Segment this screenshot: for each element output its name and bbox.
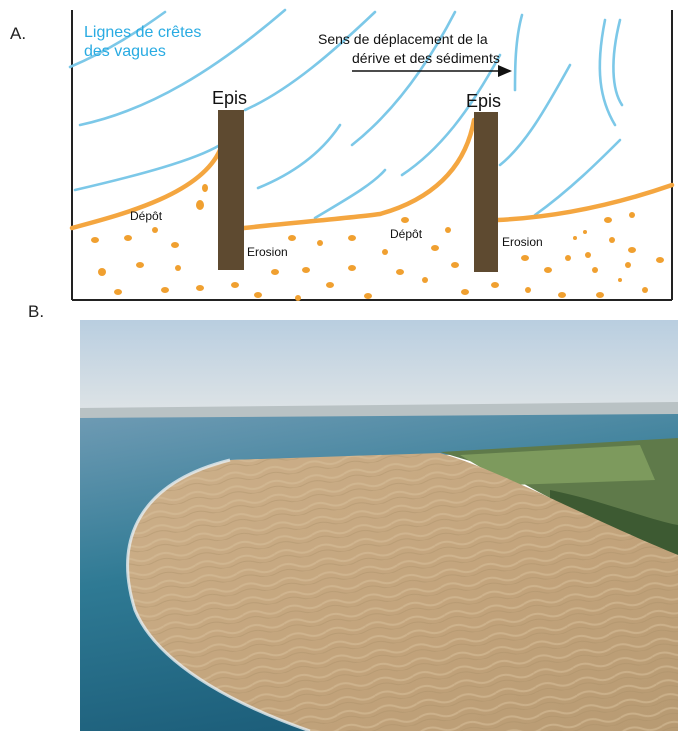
drift-arrow	[352, 65, 512, 77]
groyne-right-label: Epis	[466, 91, 501, 111]
wave-crest-lines	[68, 8, 624, 220]
fields	[460, 445, 655, 485]
erosion-left-label: Erosion	[247, 245, 288, 259]
sand-ripples	[127, 453, 678, 731]
groyne-left-label: Epis	[212, 88, 247, 108]
surf-line	[126, 458, 311, 731]
drift-label-line1: Sens de déplacement de la	[318, 31, 488, 47]
erosion-right-label: Erosion	[502, 235, 543, 249]
shoreline	[69, 117, 675, 231]
wave-crests-label-line1: Lignes de crêtes	[84, 24, 201, 41]
diagram-frame	[71, 10, 673, 301]
sky	[80, 320, 678, 415]
deposit-right-label: Dépôt	[390, 227, 423, 241]
panel-b-letter: B.	[28, 302, 45, 321]
wave-crests-label-line2: des vagues	[84, 43, 166, 60]
aerial-beach-photo	[80, 320, 678, 731]
deposit-left-label: Dépôt	[130, 209, 163, 223]
sediment-dots	[91, 184, 664, 301]
groyne-left	[218, 110, 244, 270]
drift-label-line2: dérive et des sédiments	[352, 50, 500, 66]
groyne-right	[474, 112, 498, 272]
groyne-diagram: Lignes de crêtes des vagues Sens de dépl…	[68, 8, 675, 301]
panel-a-letter: A.	[10, 24, 27, 43]
